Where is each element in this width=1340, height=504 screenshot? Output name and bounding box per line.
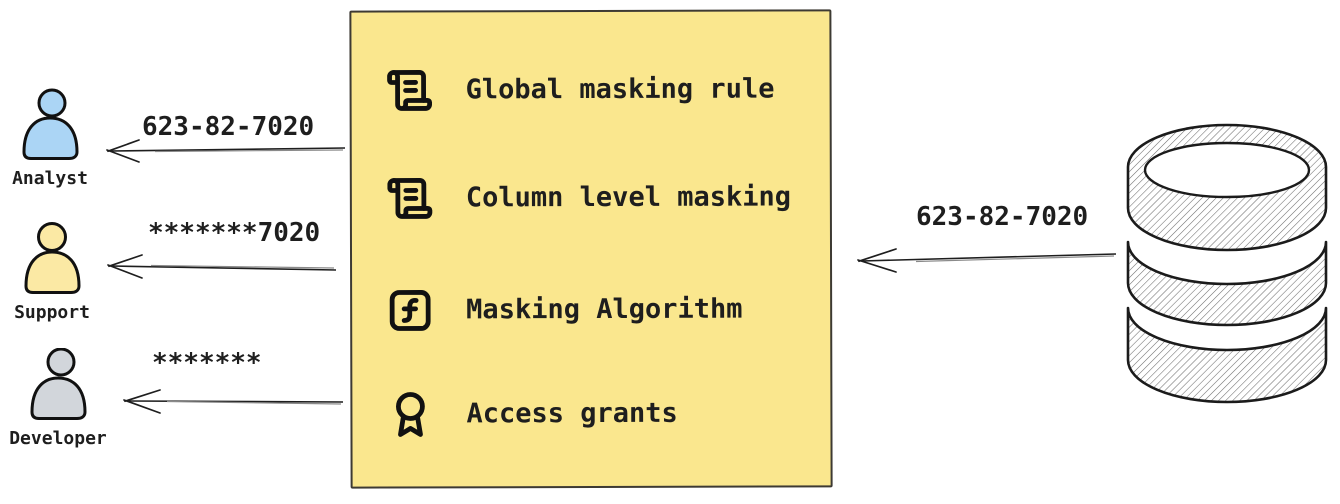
persona-analyst-label: Analyst: [12, 168, 88, 189]
persona-analyst: Analyst: [0, 88, 100, 189]
masking-rule-label: Global masking rule: [465, 73, 775, 105]
masking-rule-row: Global masking rule: [386, 64, 775, 117]
function-icon: [389, 290, 431, 331]
masking-rule-label: Access grants: [466, 397, 678, 429]
persona-support: Support: [2, 222, 102, 323]
masking-rule-label: Column level masking: [465, 180, 792, 213]
award-icon: [396, 392, 425, 437]
scroll-text-icon: [387, 70, 433, 111]
analyst-flow-value: 623-82-7020: [142, 112, 315, 142]
masking-rules-box: Global masking rule Column level masking…: [349, 9, 833, 489]
support-flow-value: *******7020: [148, 218, 321, 248]
masking-rule-row: Access grants: [386, 388, 678, 441]
scroll-text-icon: [387, 178, 433, 219]
arrow-to-analyst: [106, 139, 346, 163]
database-flow-value: 623-82-7020: [916, 202, 1089, 232]
support-person-icon: [24, 222, 81, 294]
masking-rule-row: Column level masking: [386, 171, 791, 224]
developer-person-icon: [30, 348, 87, 420]
arrow-database-to-box: [857, 248, 1117, 273]
arrow-to-support: [107, 254, 337, 279]
masking-rule-label: Masking Algorithm: [466, 293, 743, 325]
arrow-to-developer: [123, 389, 344, 414]
masking-rule-row: Masking Algorithm: [386, 284, 743, 337]
developer-flow-value: *******: [152, 348, 262, 378]
database-icon: [1126, 123, 1328, 404]
persona-developer: Developer: [8, 348, 108, 449]
persona-developer-label: Developer: [9, 428, 107, 449]
persona-support-label: Support: [14, 302, 90, 323]
analyst-person-icon: [22, 88, 79, 160]
